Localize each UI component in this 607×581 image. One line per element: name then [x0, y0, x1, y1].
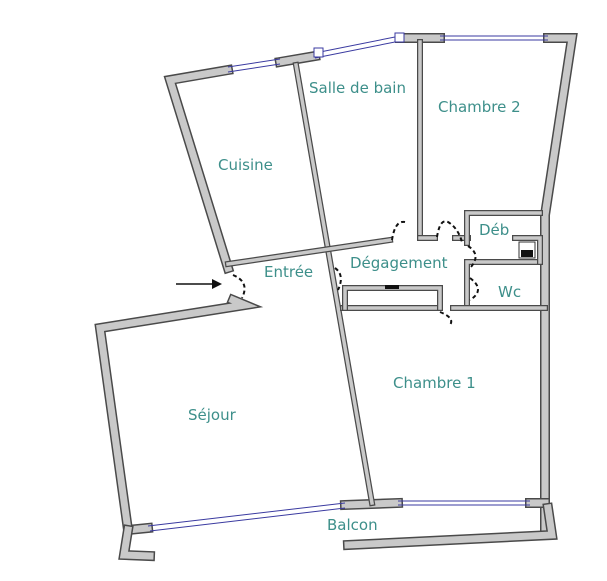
room-label-cuisine: Cuisine: [218, 156, 273, 174]
room-label-chambre-2: Chambre 2: [438, 98, 521, 116]
room-label-salle-de-bain: Salle de bain: [309, 79, 406, 97]
room-label-degagement: Dégagement: [350, 254, 448, 272]
room-label-entree: Entrée: [264, 263, 313, 281]
entrance-arrow-icon: [176, 279, 222, 289]
room-label-chambre-1: Chambre 1: [393, 374, 476, 392]
room-label-balcon: Balcon: [327, 516, 378, 534]
windows: [147, 32, 548, 532]
room-label-deb: Déb: [479, 221, 509, 239]
room-label-wc: Wc: [498, 283, 521, 301]
doors: [232, 220, 479, 326]
room-label-sejour: Séjour: [188, 406, 237, 424]
exterior-walls: [94, 33, 578, 562]
